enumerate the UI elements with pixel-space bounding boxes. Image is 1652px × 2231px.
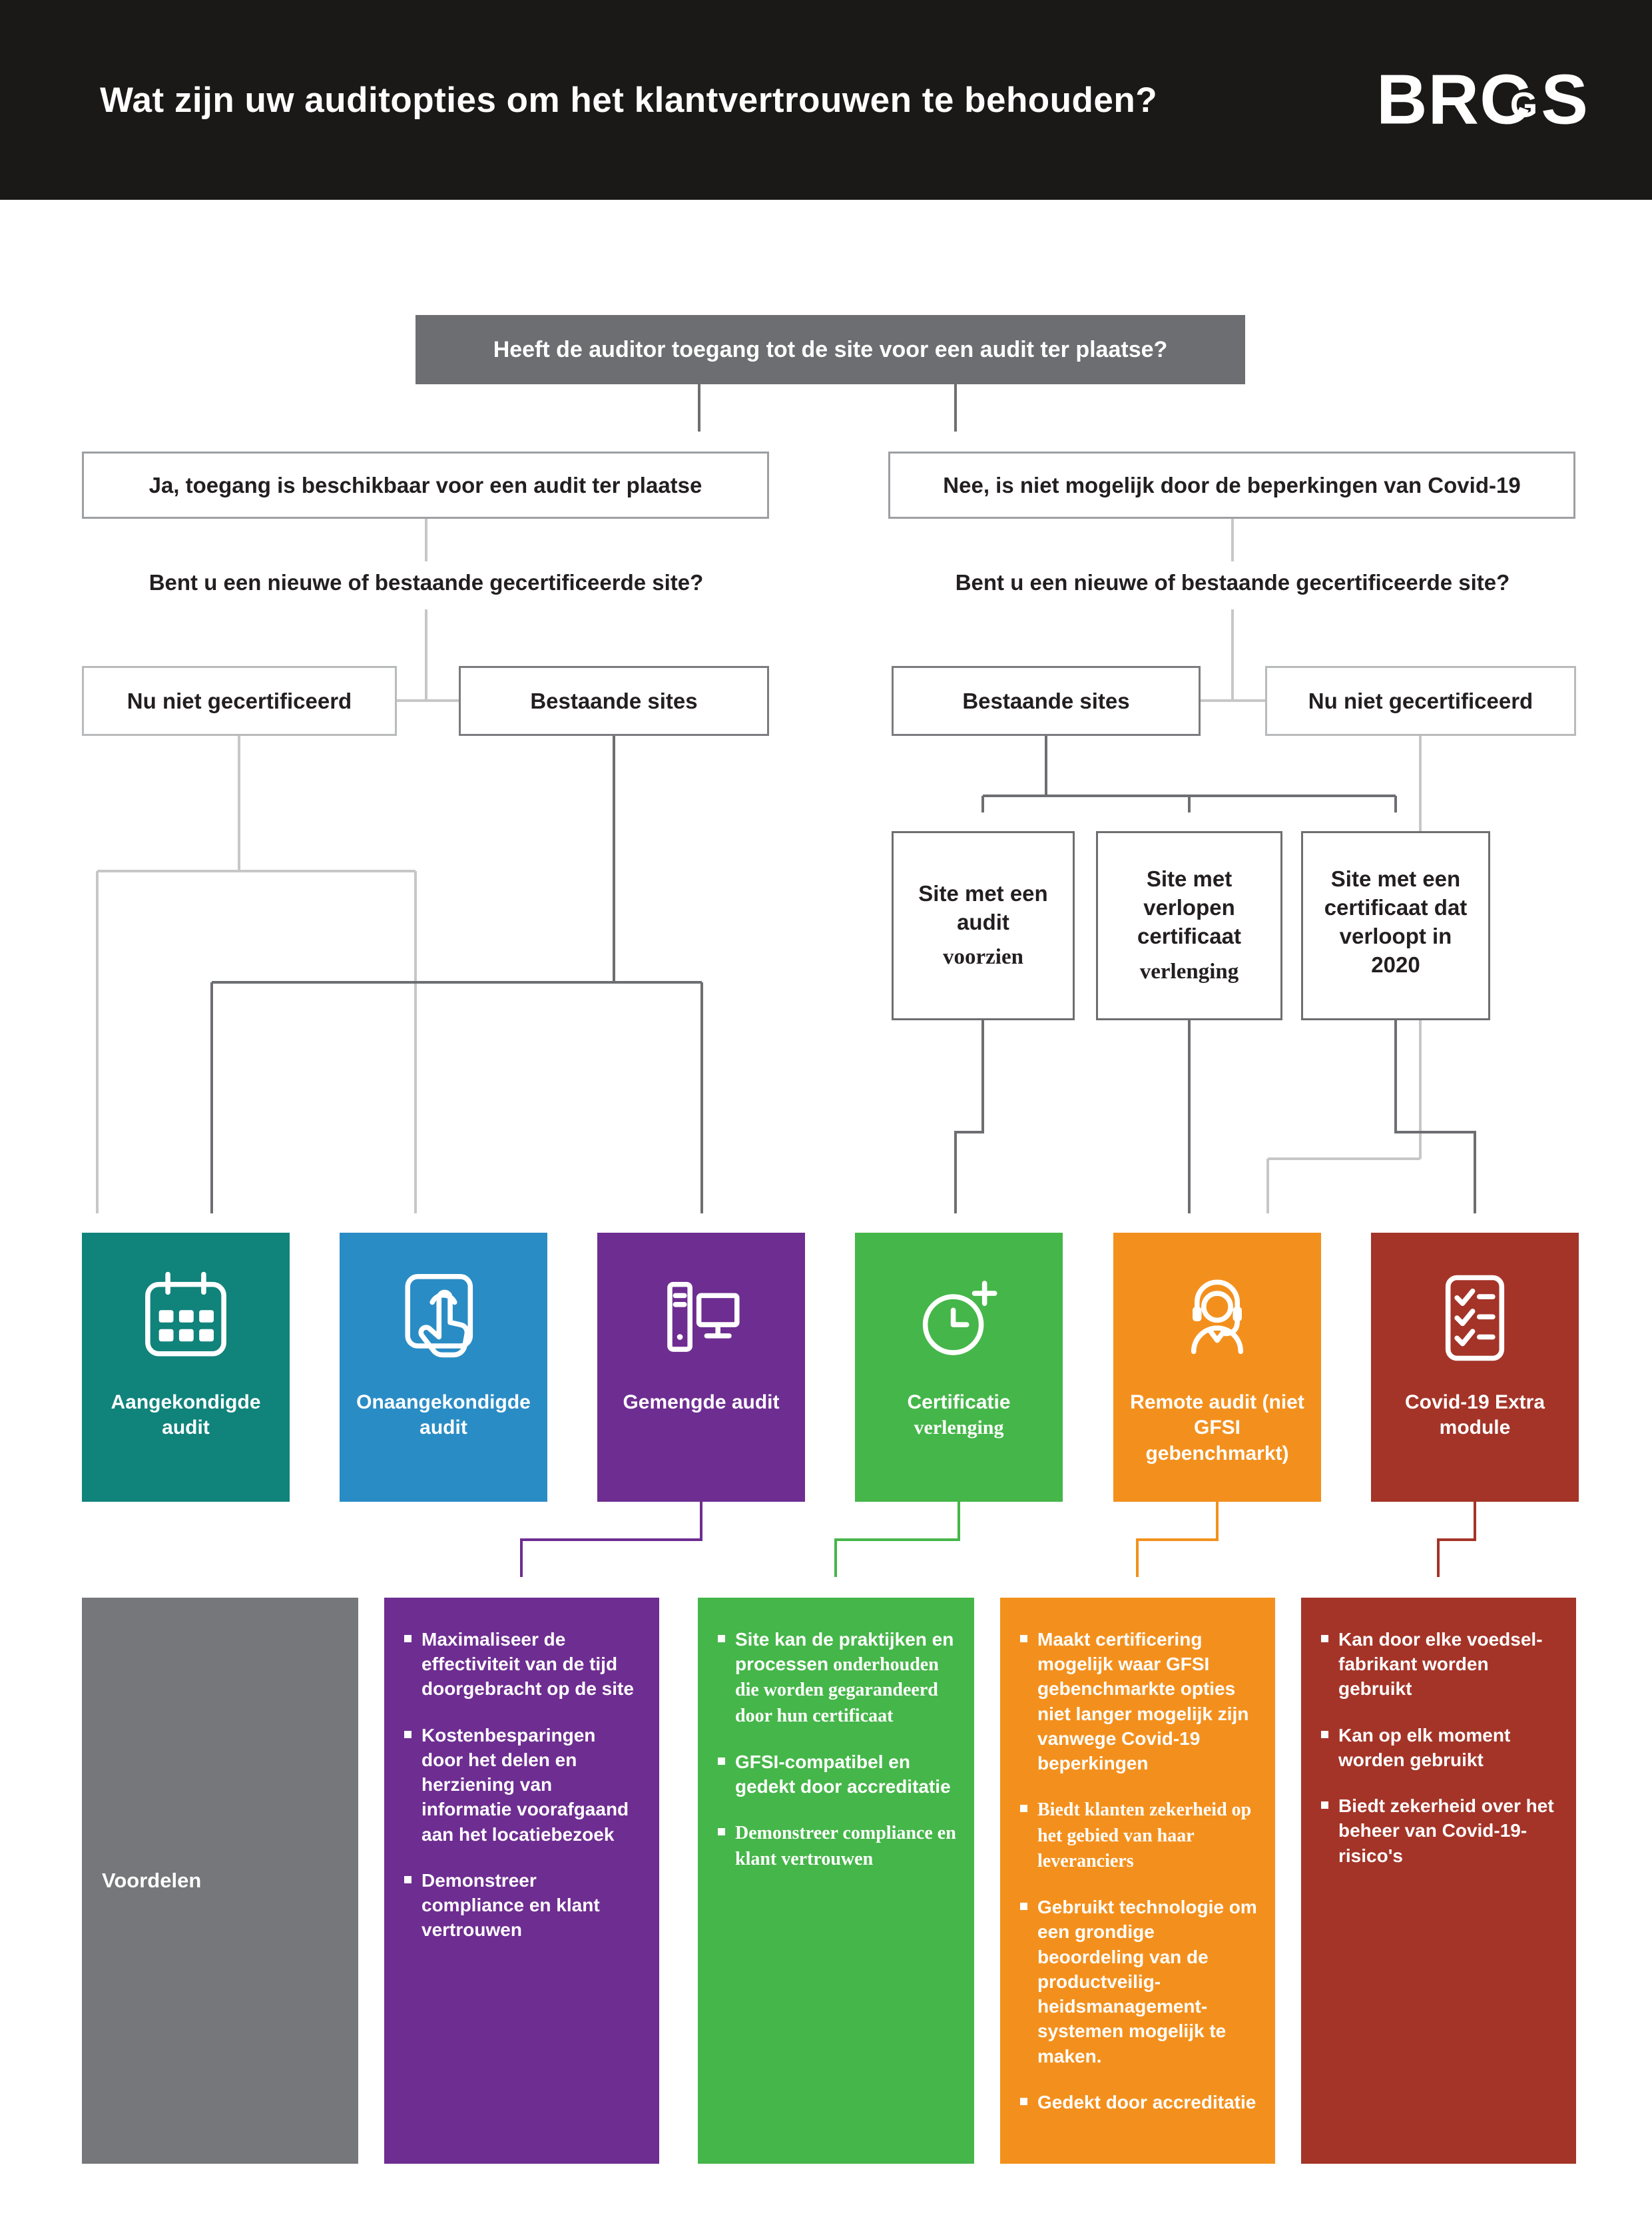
bullet-square-icon	[404, 1875, 412, 1883]
answer-yes-box: Ja, toegang is beschikbaar voor een audi…	[82, 452, 769, 519]
benefit-item: Kan door elke voedsel-fabrikant worden g…	[1321, 1627, 1559, 1702]
card-certificatie-verlenging: Certificatie verlenging	[855, 1233, 1063, 1502]
benefit-item: Kostenbesparingen door het delen en herz…	[404, 1723, 642, 1847]
card-label: Gemengde audit	[623, 1391, 780, 1413]
touch-icon	[388, 1262, 499, 1374]
card-label: Onaangekondigde audit	[356, 1391, 531, 1439]
sub-question-right: Bent u een nieuwe of bestaande gecertifi…	[955, 570, 1510, 595]
bullet-square-icon	[1020, 1635, 1027, 1642]
benefit-text: Site kan de praktijken en processen onde…	[735, 1629, 954, 1726]
clock-plus-icon	[903, 1262, 1015, 1374]
bullet-square-icon	[404, 1730, 412, 1738]
benefit-text: Maakt certificering mogelijk waar GFSI g…	[1037, 1629, 1249, 1774]
card-aangekondigde-audit: Aangekondigde audit	[82, 1233, 290, 1502]
header-bar: Wat zijn uw auditopties om het klantvert…	[0, 0, 1652, 200]
page-title: Wat zijn uw auditopties om het klantvert…	[100, 80, 1158, 120]
right-not-certified-box: Nu niet gecertificeerd	[1265, 666, 1576, 736]
bullet-square-icon	[718, 1635, 725, 1642]
benefit-item: Maximaliseer de effectiviteit van de tij…	[404, 1627, 642, 1702]
bullet-square-icon	[1321, 1730, 1328, 1738]
benefit-text: Maximaliseer de effectiviteit van de tij…	[421, 1629, 634, 1700]
sub-question-left: Bent u een nieuwe of bestaande gecertifi…	[148, 570, 704, 595]
benefit-item: Gedekt door accreditatie	[1020, 2090, 1258, 2114]
benefit-item: Biedt zekerheid over het beheer van Covi…	[1321, 1793, 1559, 1868]
computer-icon	[645, 1262, 757, 1374]
benefit-list: Site kan de praktijken en processen onde…	[698, 1598, 974, 1891]
benefit-text: Kan door elke voedsel-fabrikant worden g…	[1338, 1629, 1543, 1700]
card-covid19-module: Covid-19 Extra module	[1371, 1233, 1579, 1502]
benefit-item: Gebruikt technologie om een grondige beo…	[1020, 1895, 1258, 2069]
logo-text: BR	[1376, 60, 1480, 139]
benefit-item: Maakt certificering mogelijk waar GFSI g…	[1020, 1627, 1258, 1775]
card-remote-audit: Remote audit (niet GFSI gebenchmarkt)	[1113, 1233, 1321, 1502]
card-gemengde-audit: Gemengde audit	[597, 1233, 805, 1502]
benefit-item: Demonstreer compliance en klant vertrouw…	[718, 1820, 957, 1871]
card-label: Covid-19 Extra module	[1404, 1391, 1545, 1439]
benefit-item: GFSI-compatibel en gedekt door accredita…	[718, 1750, 957, 1799]
benefit-text: Kan op elk moment worden gebruikt	[1338, 1724, 1511, 1770]
card-onaangekondigde-audit: Onaangekondigde audit	[340, 1233, 547, 1502]
benefit-text: Biedt klanten zekerheid op het gebied va…	[1037, 1799, 1252, 1871]
left-existing-sites-box: Bestaande sites	[459, 666, 769, 736]
benefit-text: GFSI-compatibel en gedekt door accredita…	[735, 1751, 951, 1797]
bullet-square-icon	[1020, 1805, 1027, 1813]
benefit-text: Demonstreer compliance en klant vertrouw…	[735, 1823, 956, 1869]
benefit-list: Maximaliseer de effectiviteit van de tij…	[384, 1598, 659, 1963]
benefit-text: Gedekt door accreditatie	[1037, 2091, 1256, 2112]
bullet-square-icon	[1020, 1903, 1027, 1911]
bullet-square-icon	[1020, 2097, 1027, 2105]
checklist-icon	[1419, 1262, 1531, 1374]
card-label: Remote audit (niet GFSI gebenchmarkt)	[1130, 1391, 1304, 1464]
headset-icon	[1161, 1262, 1273, 1374]
benefit-list: Maakt certificering mogelijk waar GFSI g…	[1000, 1598, 1275, 2134]
bullet-square-icon	[404, 1635, 412, 1642]
benefit-text: Kostenbesparingen door het delen en herz…	[421, 1724, 629, 1845]
voordelen-box: Voordelen	[82, 1598, 358, 2164]
benefit-text: Gebruikt technologie om een grondige beo…	[1037, 1897, 1257, 2067]
calendar-icon	[130, 1262, 242, 1374]
root-question-box: Heeft de auditor toegang tot de site voo…	[415, 315, 1245, 384]
bullet-square-icon	[718, 1828, 725, 1836]
bullet-square-icon	[718, 1757, 725, 1765]
benefit-item: Kan op elk moment worden gebruikt	[1321, 1723, 1559, 1772]
right-existing-sites-box: Bestaande sites	[892, 666, 1201, 736]
bullet-square-icon	[1321, 1635, 1328, 1642]
benefit-item: Biedt klanten zekerheid op het gebied va…	[1020, 1797, 1258, 1873]
benefit-list: Kan door elke voedsel-fabrikant worden g…	[1301, 1598, 1576, 1888]
benefits-column-remote-audit: Maakt certificering mogelijk waar GFSI g…	[1000, 1598, 1275, 2164]
bullet-square-icon	[1321, 1801, 1328, 1809]
benefits-column-gemengde-audit: Maximaliseer de effectiviteit van de tij…	[384, 1598, 659, 2164]
left-not-certified-box: Nu niet gecertificeerd	[82, 666, 397, 736]
benefit-item: Site kan de praktijken en processen onde…	[718, 1627, 957, 1728]
benefit-text: Demonstreer compliance en klant vertrouw…	[421, 1869, 600, 1941]
card-label: Aangekondigde audit	[111, 1391, 261, 1439]
card-label: Certificatie verlenging	[907, 1391, 1011, 1439]
answer-no-box: Nee, is niet mogelijk door de beperkinge…	[888, 452, 1575, 519]
benefit-item: Demonstreer compliance en klant vertrouw…	[404, 1868, 642, 1943]
voordelen-label: Voordelen	[102, 1869, 202, 1892]
benefits-column-covid19-module: Kan door elke voedsel-fabrikant worden g…	[1301, 1598, 1576, 2164]
benefits-column-certificatie-verlenging: Site kan de praktijken en processen onde…	[698, 1598, 974, 2164]
benefit-text: Biedt zekerheid over het beheer van Covi…	[1338, 1795, 1554, 1866]
site-expiring-2020-box: Site met een certificaat dat verloopt in…	[1301, 831, 1490, 1020]
